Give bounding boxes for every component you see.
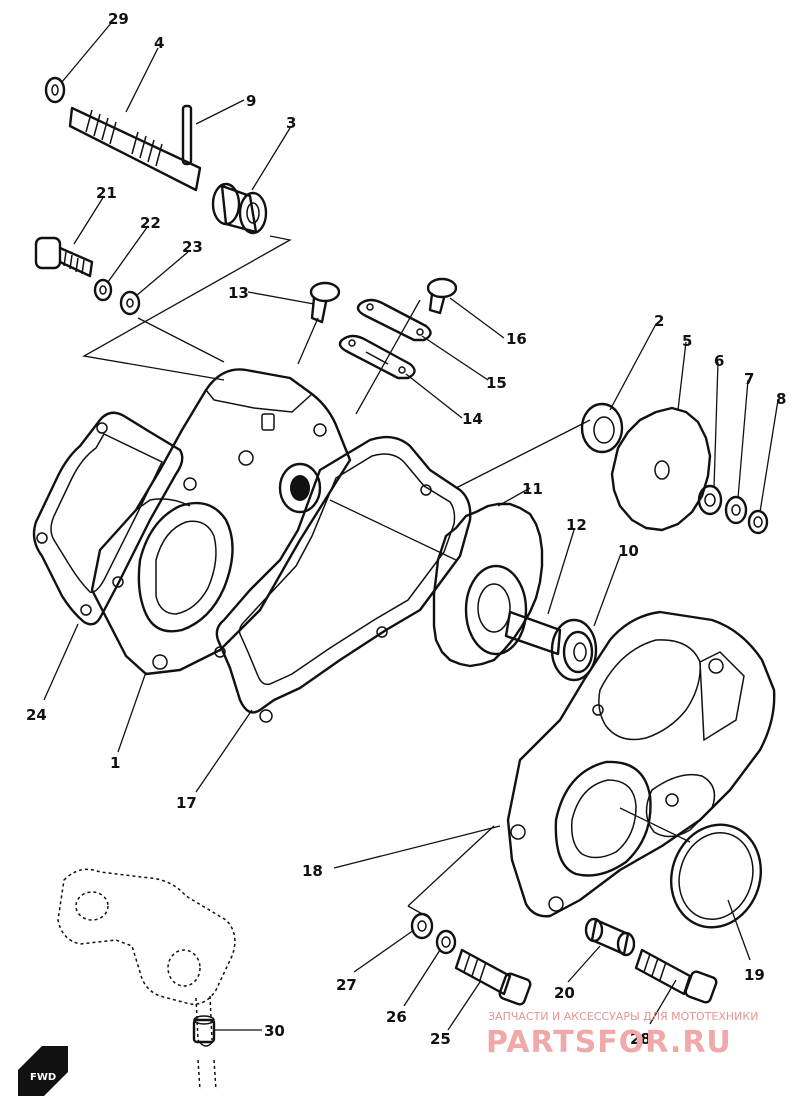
washer-23: [119, 290, 141, 316]
assembly-lines: [82, 235, 691, 917]
callout-6: 6: [714, 352, 724, 370]
forward-direction-icon: FWD: [18, 1046, 68, 1096]
case-1: [90, 368, 352, 676]
washer-26: [435, 929, 457, 955]
callout-2: 2: [654, 312, 664, 330]
callout-17: 17: [176, 794, 197, 812]
callout-13: 13: [228, 284, 249, 302]
o-ring-19: [669, 823, 763, 929]
callout-11: 11: [522, 480, 543, 498]
bearing-10: [550, 618, 598, 682]
callout-15: 15: [486, 374, 507, 392]
watermark: ЗАПЧАСТИ И АКСЕССУАРЫ ДЛЯ МОТОТЕХНИКИ PA…: [486, 1010, 758, 1060]
callout-3: 3: [286, 114, 296, 132]
callout-8: 8: [776, 390, 786, 408]
callout-19: 19: [744, 966, 765, 984]
screw-16: [426, 277, 458, 315]
direction-marker-label: FWD: [30, 1072, 56, 1083]
dowel-20: [584, 917, 636, 957]
washer-22: [93, 278, 113, 302]
callout-14: 14: [462, 410, 483, 428]
gasket-17: [214, 435, 472, 723]
callout-7: 7: [744, 370, 754, 388]
nut-8: [747, 509, 769, 535]
callout-30: 30: [264, 1022, 285, 1040]
bushing-3: [211, 182, 268, 235]
callout-5: 5: [682, 332, 692, 350]
watermark-brand: PARTSFOR.RU: [486, 1025, 732, 1060]
callout-21: 21: [96, 184, 117, 202]
callout-20: 20: [554, 984, 575, 1002]
callout-27: 27: [336, 976, 357, 994]
callout-9: 9: [246, 92, 256, 110]
callout-leaders: [43, 21, 779, 1031]
reference-housing-outline: [57, 868, 236, 1091]
callout-1: 1: [110, 754, 120, 772]
plug-30: [192, 1015, 216, 1044]
callout-29: 29: [108, 10, 129, 28]
callout-25: 25: [430, 1030, 451, 1048]
callout-4: 4: [154, 34, 164, 52]
shaft-12: [504, 610, 562, 656]
cover-18: [506, 610, 776, 918]
bolt-25: [454, 948, 532, 1006]
shaft-4: [68, 106, 202, 192]
pin-9: [181, 104, 193, 166]
bolt-21: [34, 236, 94, 278]
bolt-28: [634, 948, 718, 1004]
plate-15: [356, 298, 432, 342]
callout-22: 22: [140, 214, 161, 232]
bearing-2: [580, 402, 624, 454]
callout-12: 12: [566, 516, 587, 534]
watermark-tagline: ЗАПЧАСТИ И АКСЕССУАРЫ ДЛЯ МОТОТЕХНИКИ: [488, 1010, 758, 1023]
screw-13: [309, 281, 341, 324]
gasket-14: [338, 334, 416, 380]
callout-18: 18: [302, 862, 323, 880]
gear-11: [432, 502, 544, 668]
washer-29: [44, 76, 66, 104]
callout-28: 28: [630, 1030, 651, 1048]
callout-26: 26: [386, 1008, 407, 1026]
washer-27: [410, 912, 434, 940]
sprocket-5: [610, 406, 712, 532]
washer-6: [697, 484, 723, 516]
callout-24: 24: [26, 706, 47, 724]
callout-10: 10: [618, 542, 639, 560]
callout-16: 16: [506, 330, 527, 348]
washer-7: [724, 495, 748, 525]
callout-23: 23: [182, 238, 203, 256]
callout-labels: 29 4 9 3 21 22 23 13 16 15 14 2 5 6 7 8 …: [26, 10, 786, 1048]
gasket-24: [32, 411, 184, 626]
